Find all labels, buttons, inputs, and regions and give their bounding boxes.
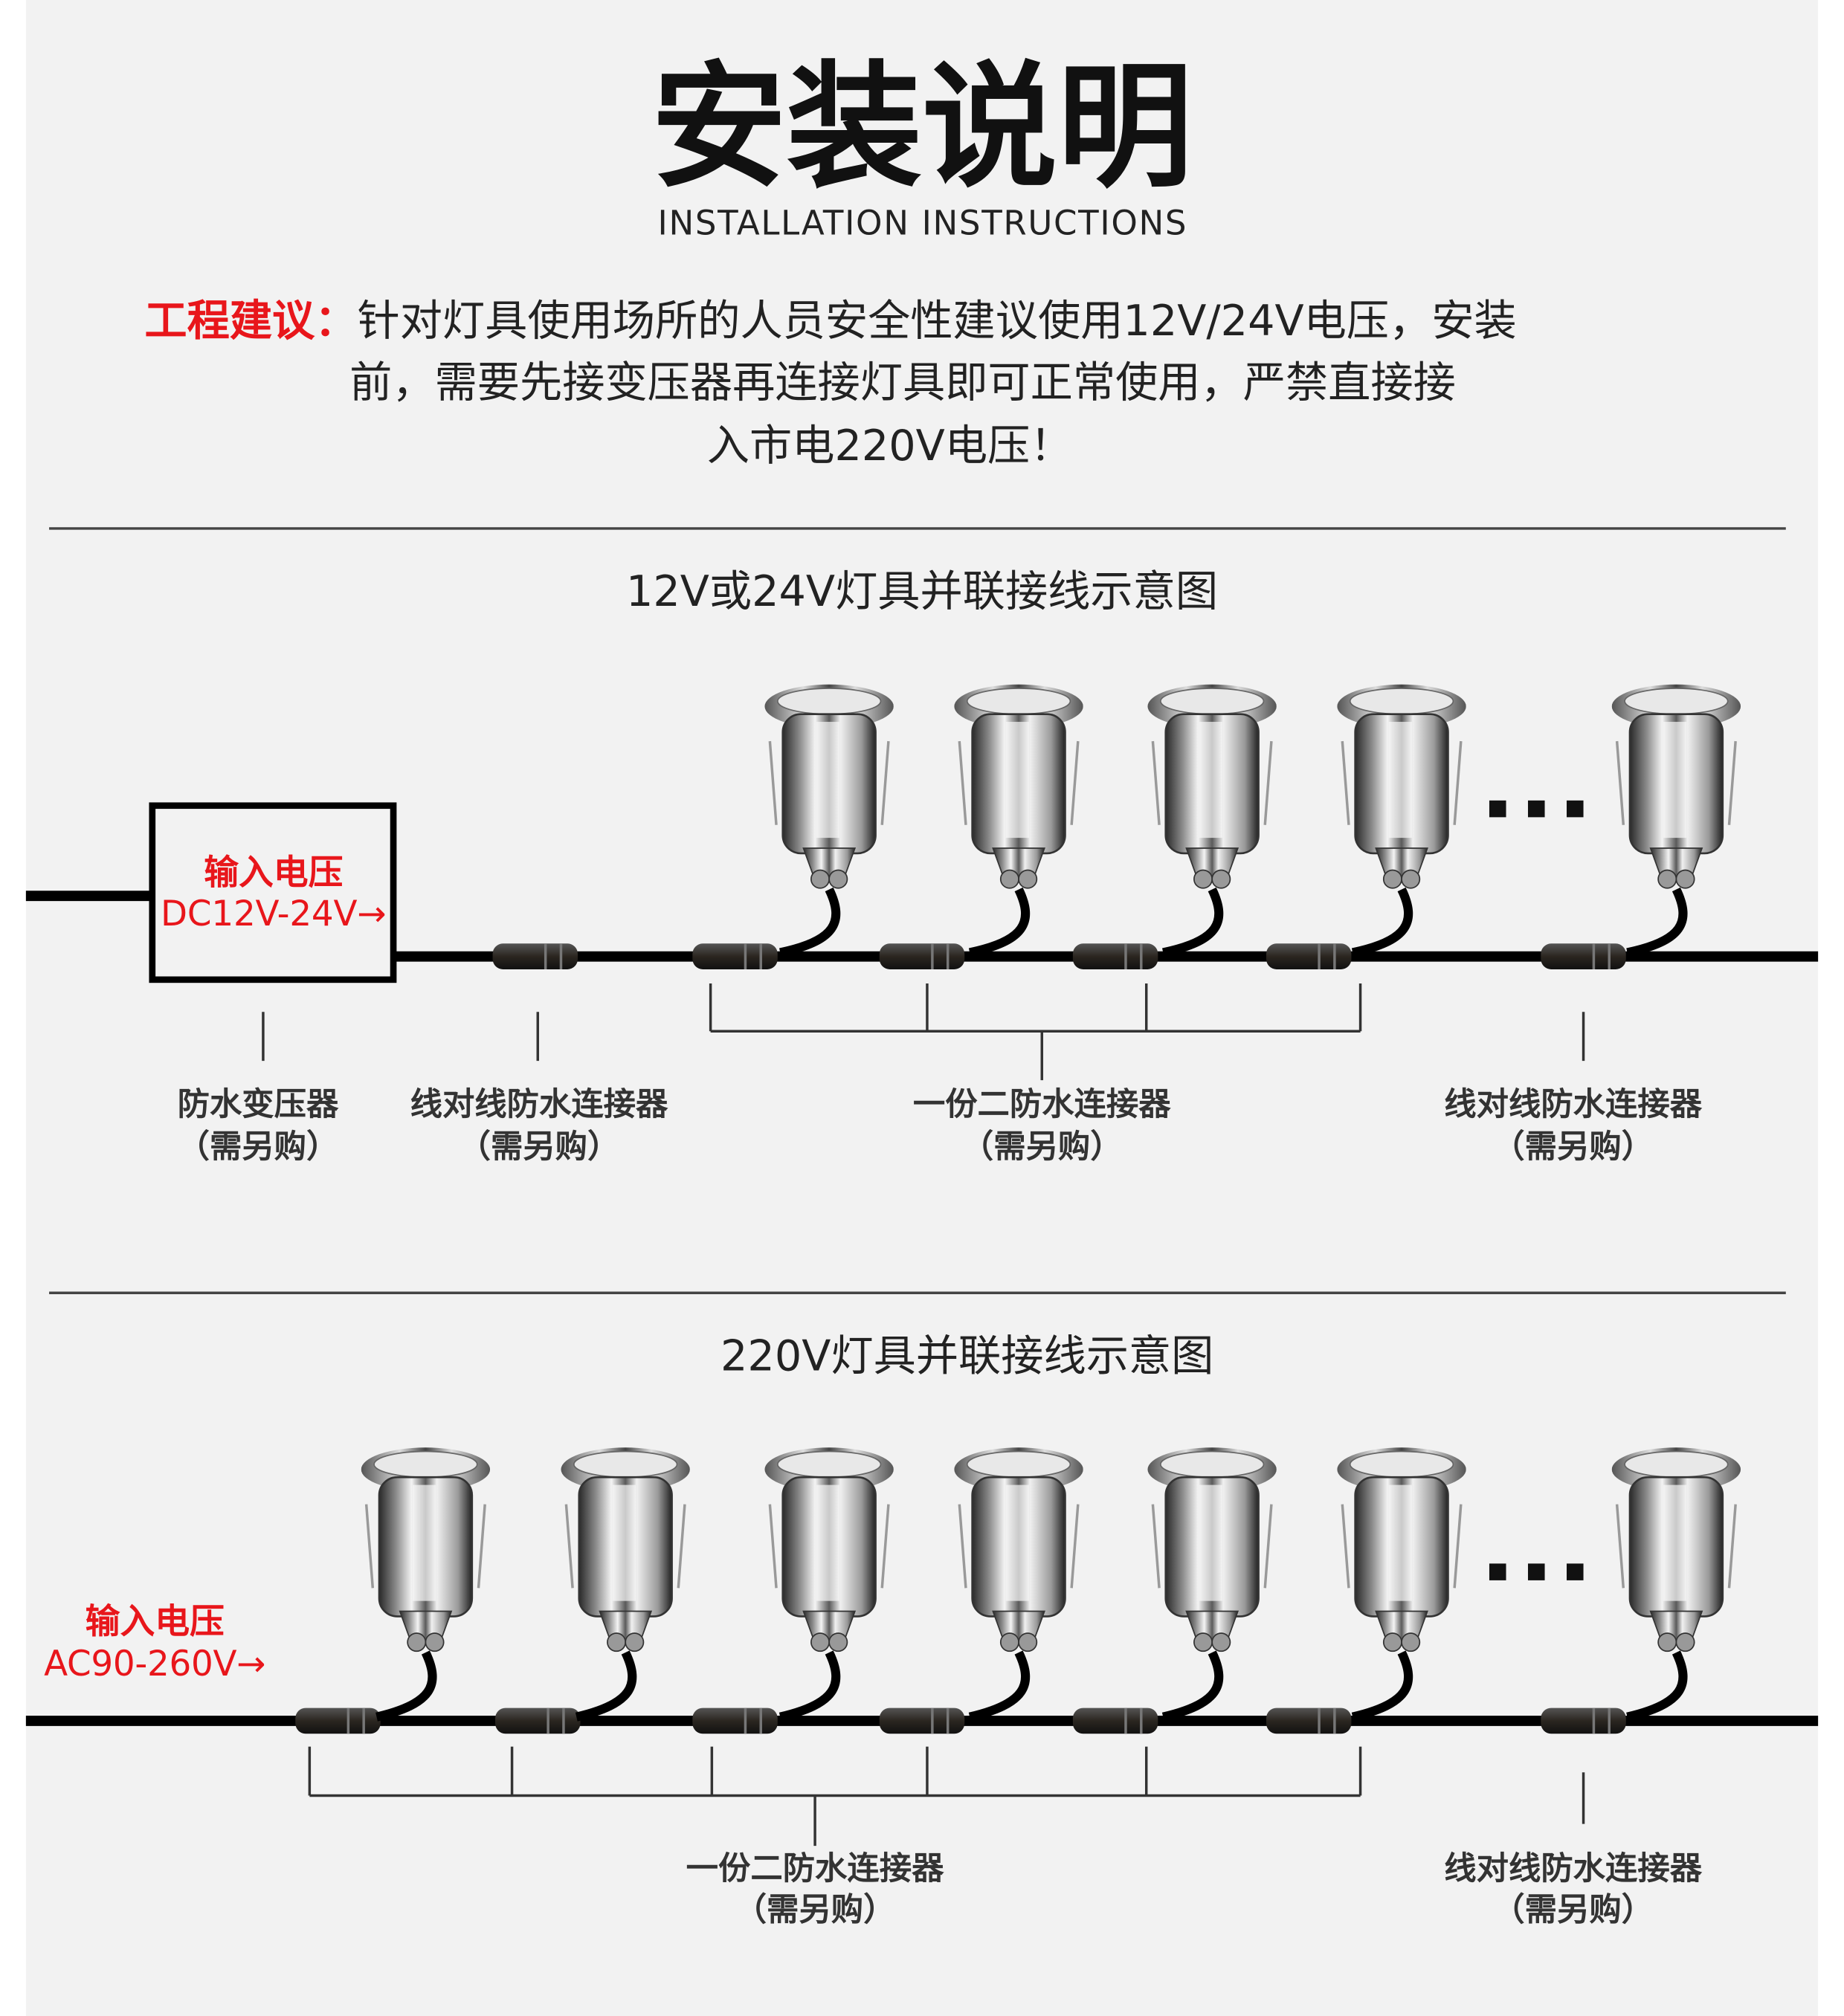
- label-splitter-connector: 一份二防水连接器: [686, 1850, 944, 1887]
- led-lamp: [1337, 683, 1466, 957]
- led-lamp: [1611, 683, 1741, 957]
- led-lamp: [1147, 1446, 1277, 1722]
- waterproof-connector: [1266, 1708, 1352, 1734]
- label-inline-connector-note: （需另购）: [459, 1128, 620, 1166]
- transformer-input-label: 输入电压: [204, 853, 343, 894]
- waterproof-connector: [1266, 943, 1352, 969]
- waterproof-connector: [1541, 1708, 1626, 1734]
- ellipsis-dots: [1489, 1563, 1584, 1580]
- lamp-cable: [375, 1650, 437, 1722]
- lamp-cable: [778, 1650, 841, 1722]
- label-transformer: 防水变压器: [178, 1086, 339, 1123]
- lamp-cable: [968, 887, 1031, 957]
- label-transformer-note: （需另购）: [178, 1128, 339, 1166]
- waterproof-connector: [492, 943, 578, 969]
- lamp-cable: [1351, 1650, 1413, 1722]
- transformer-input-value: DC12V-24V→: [161, 894, 386, 934]
- label-end-connector: 线对线防水连接器: [1444, 1850, 1702, 1887]
- label-splitter-connector-note: （需另购）: [961, 1128, 1123, 1166]
- diagram-12v: 输入电压 DC12V-24V→ 防水变压器 （需另购） 线对线防水连接器 （需另…: [25, 683, 1819, 1166]
- lamp-cable: [1626, 887, 1688, 957]
- waterproof-connector: [1541, 943, 1626, 969]
- led-lamp: [561, 1446, 690, 1722]
- waterproof-connector: [692, 1708, 778, 1734]
- advice-text: 工程建议：针对灯具使用场所的人员安全性建议使用12V/24V电压，安装: [144, 297, 1516, 346]
- waterproof-connector: [1072, 943, 1158, 969]
- label-inline-connector: 线对线防水连接器: [410, 1086, 668, 1123]
- led-lamp: [1147, 683, 1277, 957]
- callout-ticks: [262, 1012, 1585, 1062]
- page-title: 安装说明: [651, 48, 1193, 206]
- lamp-cable: [575, 1650, 637, 1722]
- page-background: [25, 0, 1819, 2016]
- led-lamp: [764, 683, 894, 957]
- input-voltage-label: 输入电压: [86, 1602, 225, 1642]
- waterproof-connector: [692, 943, 778, 969]
- label-splitter-connector-note: （需另购）: [735, 1892, 896, 1929]
- lamp-cable: [1162, 887, 1224, 957]
- advice-label: 工程建议：: [144, 297, 357, 346]
- splitter-bracket: [308, 1746, 1362, 1847]
- transformer-box: [149, 802, 397, 983]
- label-end-connector-note: （需另购）: [1492, 1128, 1654, 1166]
- waterproof-connector: [879, 943, 965, 969]
- led-lamp: [361, 1446, 491, 1722]
- label-end-connector-note: （需另购）: [1492, 1892, 1654, 1929]
- led-lamp: [764, 1446, 894, 1722]
- advice-line-3: 入市电220V电压！: [707, 421, 1073, 471]
- lamp-cable: [1351, 887, 1413, 957]
- lamp-cable: [968, 1650, 1031, 1722]
- waterproof-connector: [295, 1708, 381, 1734]
- led-lamp: [1337, 1446, 1466, 1722]
- lamp-cable: [779, 887, 841, 957]
- splitter-bracket: [709, 983, 1362, 1081]
- waterproof-connector: [495, 1708, 581, 1734]
- waterproof-connector: [879, 1708, 965, 1734]
- label-end-connector: 线对线防水连接器: [1444, 1086, 1702, 1123]
- diagram-220v-title: 220V灯具并联接线示意图: [720, 1331, 1213, 1380]
- lamp-cable: [1161, 1650, 1224, 1722]
- page-subtitle: INSTALLATION INSTRUCTIONS: [658, 204, 1187, 243]
- input-voltage-value: AC90-260V→: [44, 1644, 265, 1684]
- ellipsis-dots: [1489, 800, 1584, 818]
- led-lamp: [1611, 1446, 1741, 1722]
- diagram-12v-title: 12V或24V灯具并联接线示意图: [626, 567, 1218, 616]
- waterproof-connector: [1072, 1708, 1158, 1734]
- lamp-cable: [1626, 1650, 1688, 1722]
- diagram-220v: 输入电压 AC90-260V→ 一份二防水连接器 （需另购） 线对线防水连接器 …: [25, 1446, 1819, 1929]
- led-lamp: [954, 1446, 1083, 1722]
- advice-line-2: 前，需要先接变压器再连接灯具即可正常使用，严禁直接接: [349, 358, 1456, 407]
- led-lamp: [954, 683, 1083, 957]
- advice-line-1: 针对灯具使用场所的人员安全性建议使用12V/24V电压，安装: [357, 297, 1516, 346]
- label-splitter-connector: 一份二防水连接器: [913, 1086, 1171, 1123]
